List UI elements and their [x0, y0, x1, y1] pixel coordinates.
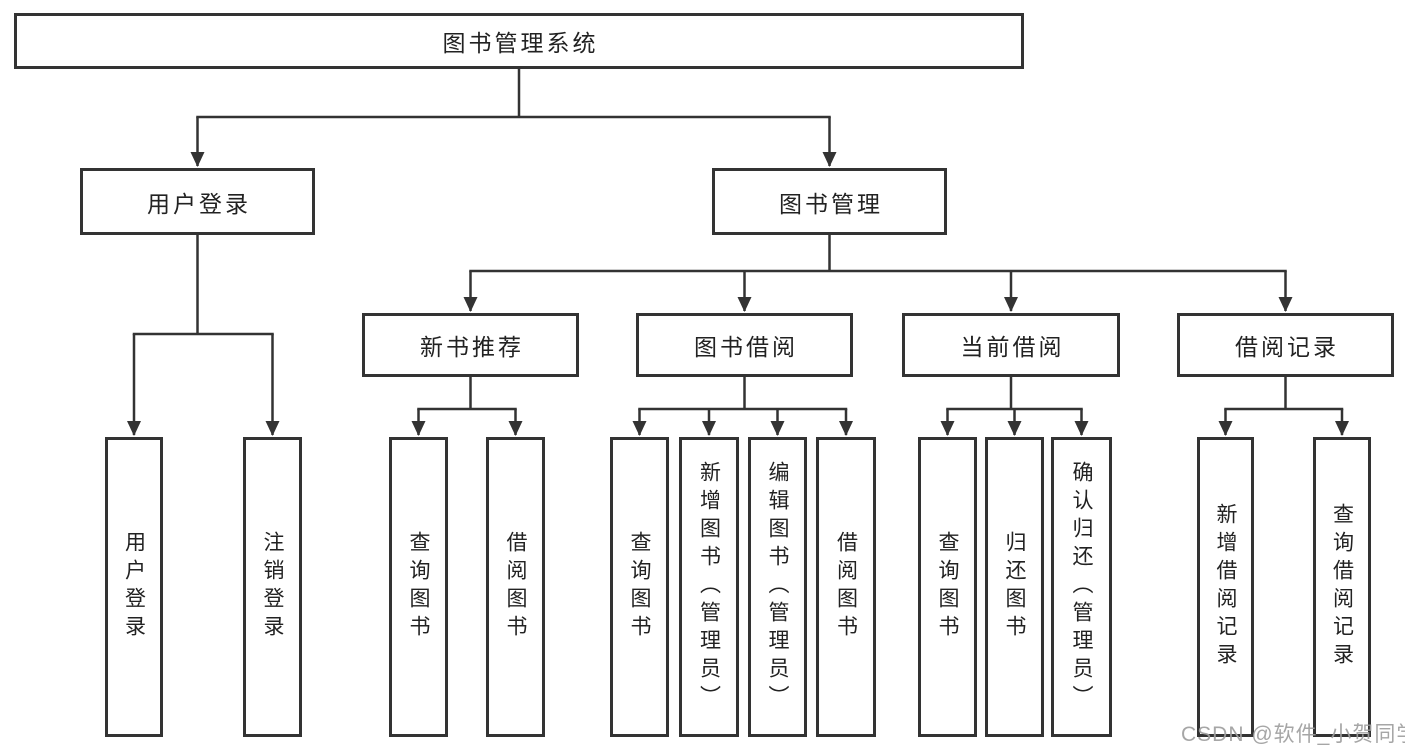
node-book-borrowing: 图书借阅 [636, 313, 853, 377]
leaf-borrow-books-borrowing: 借阅图书 [816, 437, 876, 737]
leaf-logout: 注销登录 [243, 437, 302, 737]
leaf-edit-book-admin: 编辑图书（管理员） [748, 437, 807, 737]
leaf-query-books-borrowing: 查询图书 [610, 437, 669, 737]
node-current-borrowing: 当前借阅 [902, 313, 1120, 377]
node-book-management: 图书管理 [712, 168, 947, 235]
node-library-management-system: 图书管理系统 [14, 13, 1024, 69]
leaf-query-borrow-record: 查询借阅记录 [1313, 437, 1371, 737]
leaf-query-books-recommend: 查询图书 [389, 437, 448, 737]
leaf-query-books-current: 查询图书 [918, 437, 977, 737]
node-new-book-recommend: 新书推荐 [362, 313, 579, 377]
leaf-user-login: 用户登录 [105, 437, 163, 737]
leaf-add-borrow-record: 新增借阅记录 [1197, 437, 1254, 737]
leaf-borrow-books-recommend: 借阅图书 [486, 437, 545, 737]
node-borrowing-records: 借阅记录 [1177, 313, 1394, 377]
leaf-return-book: 归还图书 [985, 437, 1044, 737]
csdn-watermark: CSDN @软件_小贺同学 [1181, 723, 1405, 746]
leaf-confirm-return-admin: 确认归还（管理员） [1051, 437, 1112, 737]
node-user-login: 用户登录 [80, 168, 315, 235]
leaf-add-book-admin: 新增图书（管理员） [679, 437, 739, 737]
